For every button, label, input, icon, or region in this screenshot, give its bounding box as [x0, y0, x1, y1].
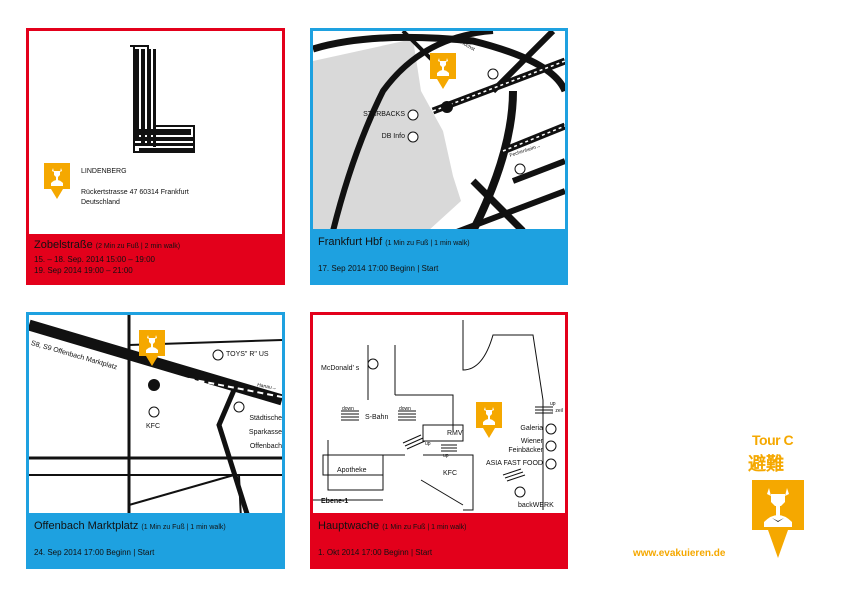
asia-label: ASIA FAST FOOD	[485, 460, 543, 467]
bank-label-2: Sparkasse	[248, 429, 282, 436]
station-name: Offenbach Marktplatz	[34, 520, 139, 532]
venue-name: LINDENBERG	[81, 168, 127, 175]
kfc-label: KFC	[146, 423, 160, 430]
date-line-1: 15. – 18. Sep. 2014 15:00 – 19:00	[34, 255, 155, 264]
sbahn-label: S-Bahn	[365, 414, 389, 421]
up-label-2: up	[443, 453, 449, 459]
hbf-card: STARBACKS DB Info ←Höchst Fechenheim→ Fr…	[310, 28, 568, 285]
db-info-label: DB Info	[381, 133, 405, 140]
down-label-2: down	[399, 406, 411, 412]
starbacks-label: STARBACKS	[363, 111, 405, 118]
kfc-label: KFC	[443, 470, 457, 477]
wiener-label-2: Feinbäcker	[508, 447, 543, 454]
up-label-3: up	[550, 401, 556, 407]
offenbach-footer: Offenbach Marktplatz (1 Min zu Fuß | 1 m…	[29, 513, 282, 566]
walk-note: (1 Min zu Fuß | 1 min walk)	[382, 524, 467, 531]
lindenberg-logo-map	[44, 45, 195, 199]
hauptwache-map	[313, 320, 557, 511]
rmv-label: RMV	[447, 430, 463, 437]
venue-address-line2: Deutschland	[81, 199, 120, 206]
hauptwache-card: McDonald’ s S-Bahn down down RMV Galeria…	[310, 312, 568, 569]
brand-kanji: 避難	[748, 454, 784, 474]
zeil-label: → zeil	[549, 408, 563, 414]
up-label-1: up	[425, 441, 431, 447]
offenbach-map	[29, 315, 282, 520]
bank-label-1: Städtische	[249, 415, 282, 422]
offenbach-card: S8, S9 Offenbach Marktplatz TOYS" R" US …	[26, 312, 285, 569]
walk-note: (2 Min zu Fuß | 2 min walk)	[95, 243, 181, 250]
apotheke-label: Apotheke	[337, 467, 367, 474]
hbf-map	[313, 31, 565, 236]
toys-label: TOYS" R" US	[226, 351, 269, 358]
venue-address-line1: Rückertstrasse 47 60314 Frankfurt	[81, 189, 189, 196]
station-name: Hauptwache	[318, 520, 380, 532]
station-name: Zobelstraße	[34, 239, 93, 251]
deer-pin-icon	[44, 163, 70, 199]
galeria-label: Galeria	[520, 425, 543, 432]
wiener-label-1: Wiener	[520, 438, 543, 445]
deer-logo-icon	[752, 480, 804, 558]
hbf-footer: Frankfurt Hbf (1 Min zu Fuß | 1 min walk…	[313, 229, 565, 282]
date-line-2: 19. Sep 2014 19:00 – 21:00	[34, 266, 133, 275]
walk-note: (1 Min zu Fuß | 1 min walk)	[385, 240, 470, 247]
mcdonalds-label: McDonald’ s	[321, 365, 360, 372]
website-link[interactable]: www.evakuieren.de	[633, 548, 726, 559]
hauptwache-footer: Hauptwache (1 Min zu Fuß | 1 min walk) 1…	[313, 513, 565, 566]
lindenberg-card: LINDENBERG Rückertstrasse 47 60314 Frank…	[26, 28, 285, 285]
walk-note: (1 Min zu Fuß | 1 min walk)	[141, 524, 226, 531]
down-label-1: down	[342, 406, 354, 412]
date-line-1: 17. Sep 2014 17:00 Beginn | Start	[318, 264, 439, 273]
date-line-1: 24. Sep 2014 17:00 Beginn | Start	[34, 548, 155, 557]
lindenberg-footer: Zobelstraße (2 Min zu Fuß | 2 min walk) …	[29, 234, 282, 282]
station-name: Frankfurt Hbf	[318, 236, 383, 248]
ebene-label: Ebene-1	[321, 498, 349, 505]
bank-label-3: Offenbach	[249, 443, 282, 450]
backwerk-label: backWERK	[518, 502, 554, 509]
deer-pin-icon	[430, 53, 456, 89]
brand-title: Tour C	[752, 432, 794, 448]
date-line-1: 1. Okt 2014 17:00 Beginn | Start	[318, 548, 433, 557]
